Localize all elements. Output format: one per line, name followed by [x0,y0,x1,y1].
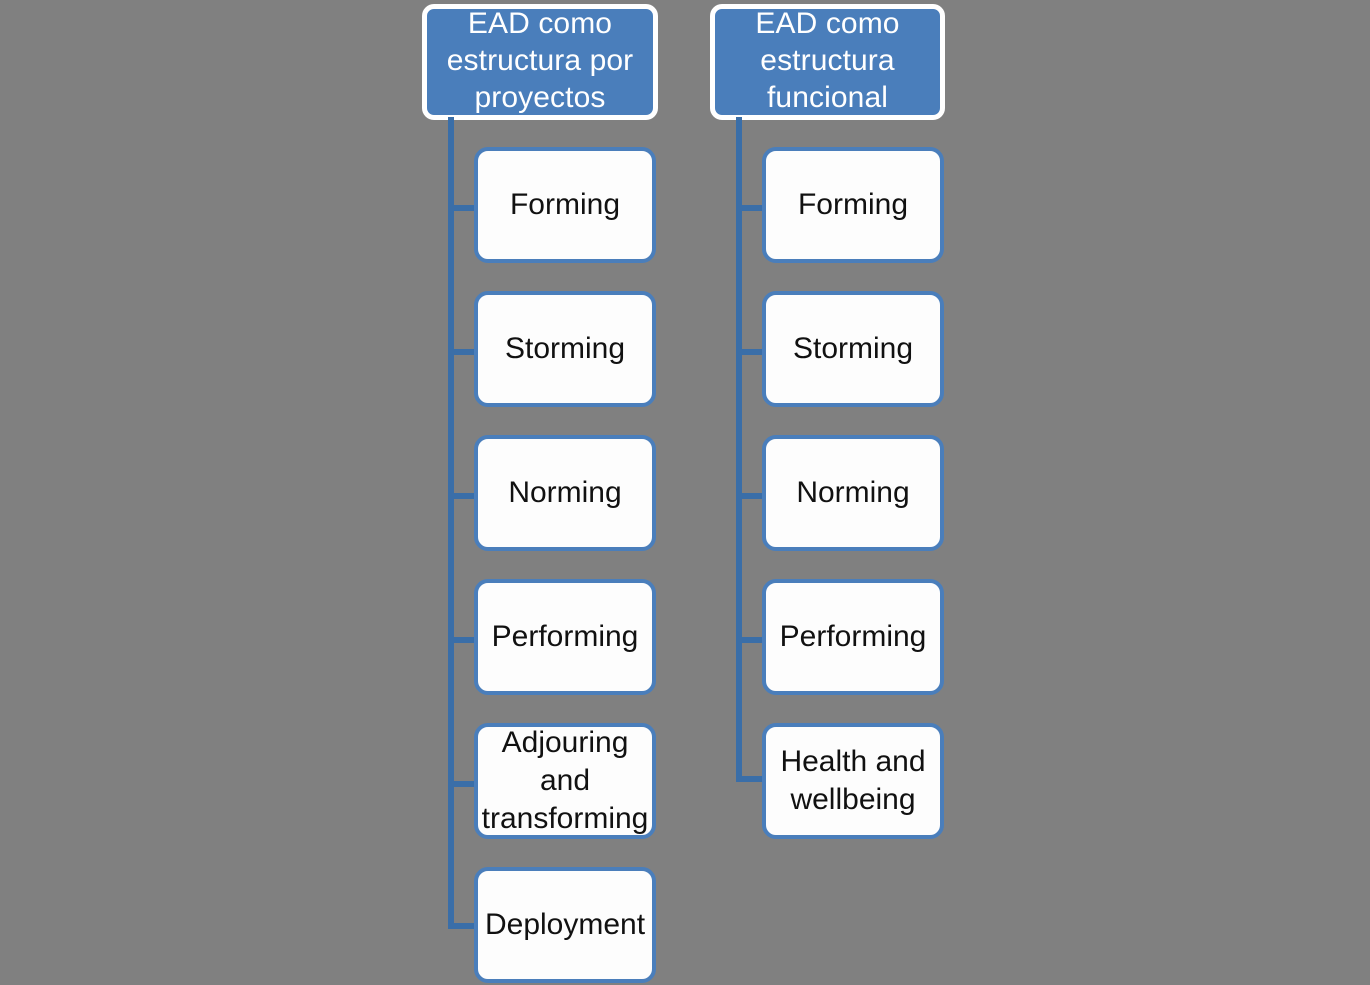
node-performing[interactable]: Performing [762,579,944,695]
connector-stub [448,781,474,787]
node-norming[interactable]: Norming [762,435,944,551]
connector-stub [448,205,474,211]
connector-stub [448,637,474,643]
node-storming[interactable]: Storming [762,291,944,407]
connector-trunk-projects [448,117,454,926]
connector-stub [736,776,762,782]
connector-stub [736,493,762,499]
node-storming[interactable]: Storming [474,291,656,407]
node-forming[interactable]: Forming [474,147,656,263]
connector-stub [448,493,474,499]
node-health-and-wellbeing[interactable]: Health and wellbeing [762,723,944,839]
node-adjouring-and-transforming[interactable]: Adjouring and transforming [474,723,656,839]
node-deployment[interactable]: Deployment [474,867,656,983]
node-forming[interactable]: Forming [762,147,944,263]
connector-stub [736,349,762,355]
connector-trunk-functional [736,117,742,782]
node-performing[interactable]: Performing [474,579,656,695]
connector-stub [736,205,762,211]
connector-stub [448,923,474,929]
header-node-functional[interactable]: EAD como estructura funcional [710,4,945,120]
header-node-projects[interactable]: EAD como estructura por proyectos [422,4,658,120]
node-norming[interactable]: Norming [474,435,656,551]
connector-stub [736,637,762,643]
connector-stub [448,349,474,355]
